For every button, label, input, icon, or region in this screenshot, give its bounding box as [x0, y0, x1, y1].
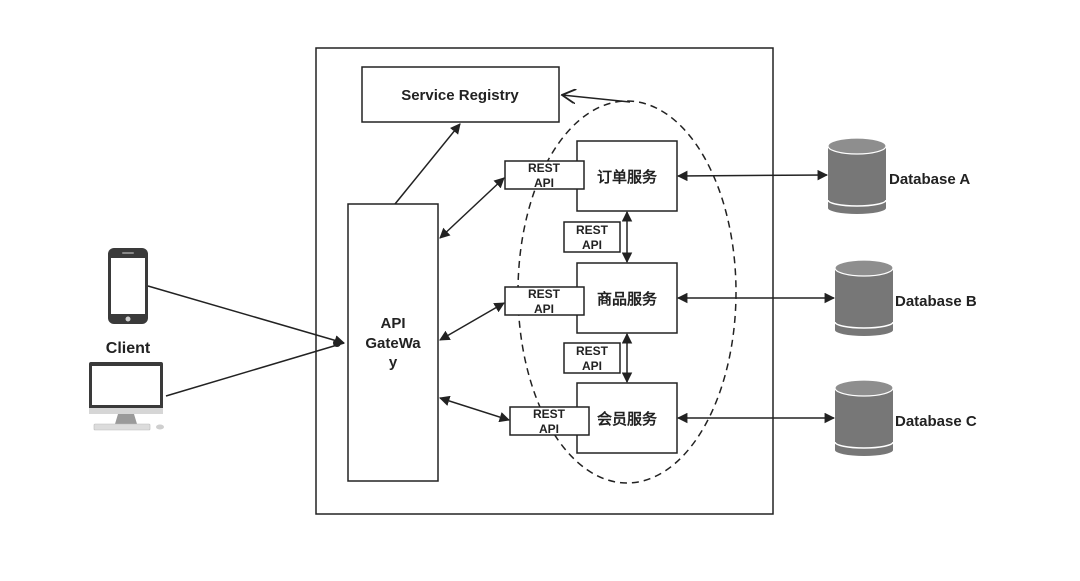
services-to-registry-arrow: [562, 95, 631, 102]
api-gateway-label-line-1: API: [380, 315, 405, 332]
rest-api-box-order: REST API: [504, 160, 585, 190]
rest-api-label-bottom: API: [582, 359, 602, 373]
rest-api-box-order-product: REST API: [563, 221, 621, 253]
rest-api-label-top: REST: [528, 161, 561, 175]
database-b-icon: [834, 259, 894, 336]
desktop-to-gateway-arrow: [165, 342, 345, 397]
service-registry-label: Service Registry: [401, 87, 519, 104]
api-gateway-box: API GateWa y: [347, 203, 439, 482]
service-box-product: 商品服务: [576, 262, 678, 334]
service-label-order: 订单服务: [597, 168, 658, 186]
rest-api-box-product: REST API: [504, 286, 585, 316]
database-c-label: Database C: [895, 413, 977, 430]
rest-api-box-product-member: REST API: [563, 342, 621, 374]
api-gateway-label-line-2: GateWa: [365, 335, 421, 352]
rest-api-label-bottom: API: [539, 422, 559, 436]
rest-api-label-bottom: API: [582, 238, 602, 252]
api-gateway-label-line-3: y: [389, 354, 398, 371]
service-registry-box: Service Registry: [361, 66, 560, 123]
phone-to-gateway-arrow: [147, 285, 346, 346]
order-database-arrow: [676, 169, 829, 182]
rest-api-label-top: REST: [576, 344, 609, 358]
rest-api-label-bottom: API: [534, 176, 554, 190]
gateway-to-registry-arrow: [394, 123, 461, 205]
gateway-member-arrow: [438, 395, 511, 423]
gateway-product-arrow: [439, 302, 505, 341]
system-boundary: [315, 47, 774, 515]
rest-api-label-top: REST: [528, 287, 561, 301]
rest-api-label-top: REST: [533, 407, 566, 421]
service-box-member: 会员服务: [576, 382, 678, 454]
rest-api-label-top: REST: [576, 223, 609, 237]
database-a-icon: [827, 137, 887, 214]
gateway-junction-dot: [333, 339, 341, 347]
service-label-product: 商品服务: [597, 290, 658, 308]
rest-api-label-bottom: API: [534, 302, 554, 316]
service-label-member: 会员服务: [597, 410, 658, 428]
smartphone-icon: [108, 248, 148, 324]
database-a-label: Database A: [889, 171, 970, 188]
gateway-order-arrow: [439, 177, 505, 239]
desktop-computer-icon: [89, 362, 164, 431]
rest-api-box-member: REST API: [509, 406, 590, 436]
database-b-label: Database B: [895, 293, 977, 310]
service-box-order: 订单服务: [576, 140, 678, 212]
services-cluster-ellipse: [517, 100, 737, 484]
client-label: Client: [106, 340, 151, 357]
database-c-icon: [834, 379, 894, 456]
